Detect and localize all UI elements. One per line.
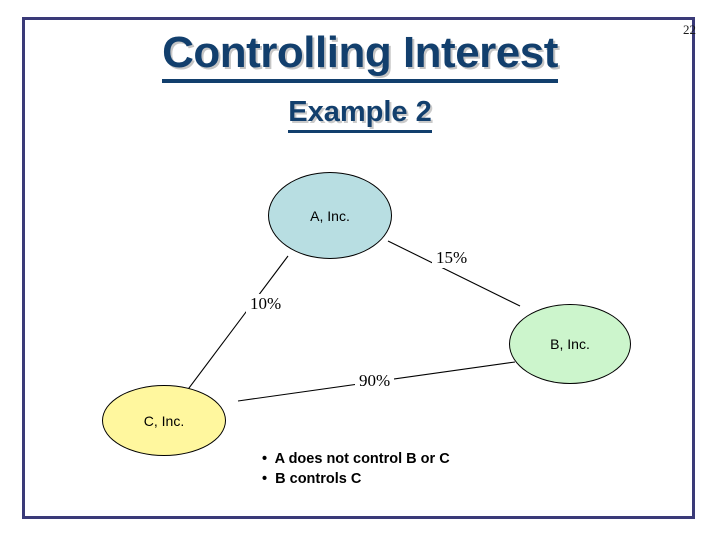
node-b-inc[interactable]: B, Inc.	[509, 304, 631, 384]
node-a-label: A, Inc.	[310, 207, 350, 224]
edge-label-a-to-b: 15%	[432, 248, 472, 268]
bullet-text: B controls C	[275, 471, 362, 487]
node-a-inc[interactable]: A, Inc.	[268, 172, 392, 259]
edge-a-to-c	[179, 255, 289, 401]
list-item: • A does not control B or C	[262, 450, 512, 469]
bullet-glyph-icon: •	[262, 471, 268, 487]
node-b-label: B, Inc.	[550, 336, 590, 352]
list-item: • B controls C	[262, 470, 512, 489]
page-number: 22	[683, 22, 696, 37]
edge-label-c-to-b: 90%	[355, 371, 395, 391]
bullet-text: A does not control B or C	[274, 451, 450, 467]
page-title: Controlling Interest	[0, 28, 720, 83]
page-subtitle-text: Example 2	[288, 95, 432, 133]
node-c-label: C, Inc.	[143, 412, 185, 429]
page-subtitle: Example 2	[0, 95, 720, 133]
edge-a-to-b	[387, 240, 521, 307]
node-c-inc[interactable]: C, Inc.	[102, 385, 226, 456]
bullet-glyph-icon: •	[262, 451, 268, 467]
notes-bullet-list: • A does not control B or C • B controls…	[262, 450, 512, 490]
edge-label-a-to-c: 10%	[246, 294, 286, 314]
page-title-text: Controlling Interest	[162, 28, 558, 83]
